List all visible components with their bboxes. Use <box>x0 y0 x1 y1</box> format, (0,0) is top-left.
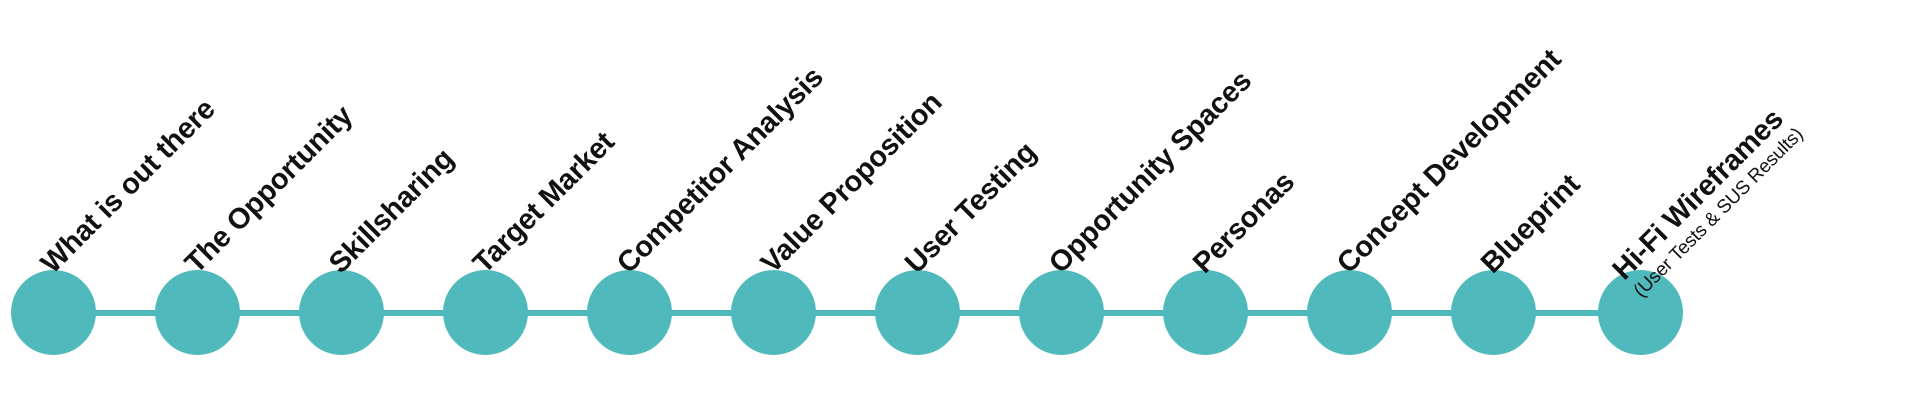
timeline-node-label-title: Skillsharing <box>323 142 461 280</box>
timeline-node-dot[interactable] <box>442 270 528 355</box>
timeline-node-dot[interactable] <box>586 270 672 355</box>
timeline-node-label: Target Market <box>467 125 621 280</box>
timeline-node-dot[interactable] <box>154 270 240 355</box>
timeline-node-dot[interactable] <box>10 270 96 355</box>
timeline-node-dot[interactable] <box>1162 270 1248 355</box>
timeline-node-label-title: Personas <box>1187 165 1301 280</box>
timeline-node-label: Personas <box>1187 165 1301 280</box>
timeline-node-dot[interactable] <box>730 270 816 355</box>
timeline-node-dot[interactable] <box>1306 270 1392 355</box>
timeline-node-label: Blueprint <box>1475 168 1587 280</box>
timeline-node-label-title: Hi-Fi Wireframes <box>1606 103 1790 287</box>
timeline-node-label-title: Target Market <box>467 125 621 280</box>
timeline-node-label: Skillsharing <box>323 142 461 280</box>
timeline-node-dot[interactable] <box>1450 270 1536 355</box>
timeline-node-dot[interactable] <box>1018 270 1104 355</box>
timeline-node-dot[interactable] <box>298 270 384 355</box>
timeline-node-label-title: User Testing <box>899 136 1043 280</box>
timeline-node-dot[interactable] <box>1597 270 1683 355</box>
timeline-node-dot[interactable] <box>874 270 960 355</box>
timeline-node-label: Hi-Fi Wireframes(User Tests & SUS Result… <box>1606 102 1808 302</box>
timeline-node-label: User Testing <box>899 136 1043 280</box>
timeline-connector-line <box>53 310 1640 316</box>
timeline-node-label-title: Blueprint <box>1475 168 1587 280</box>
